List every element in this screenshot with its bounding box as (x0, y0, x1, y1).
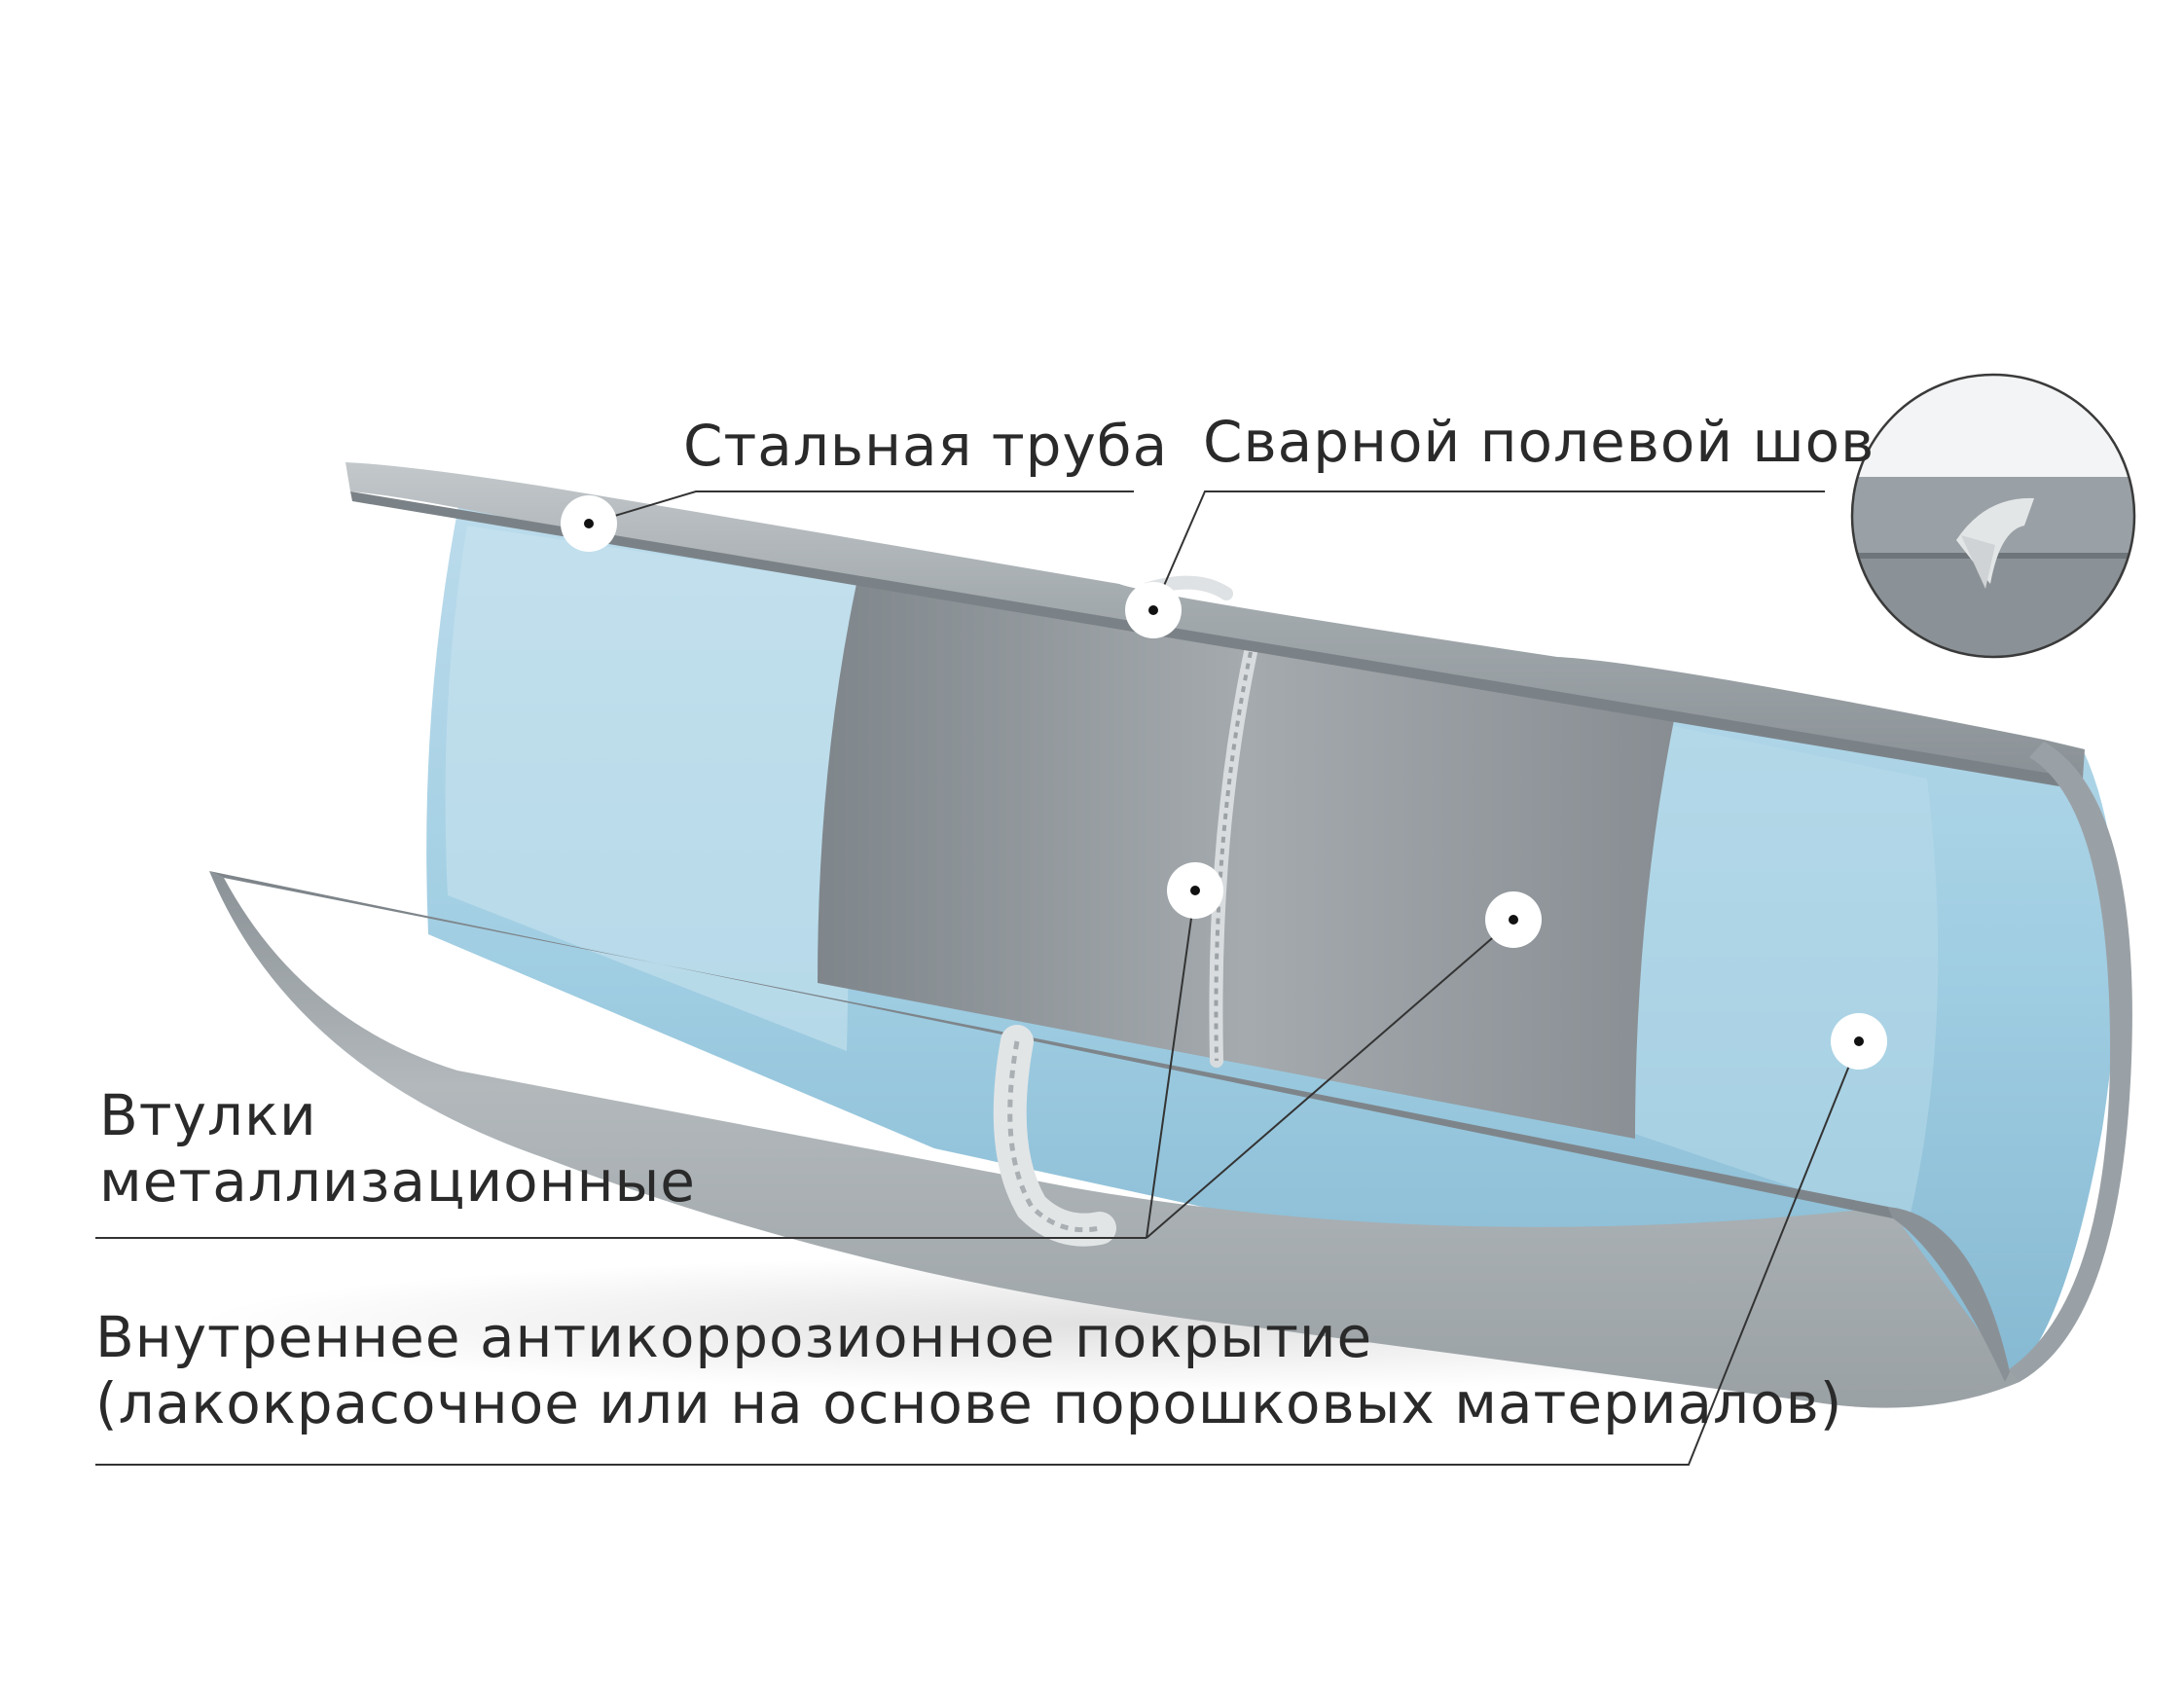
marker-steel-pipe (561, 495, 617, 552)
marker-coating (1831, 1013, 1887, 1070)
leader-steel-pipe (588, 490, 1134, 525)
coating-highlight-right (1620, 720, 1939, 1226)
marker-bushing-a (1167, 862, 1223, 919)
callout-markers (561, 495, 1887, 1070)
leader-bushing-b (1146, 919, 1514, 1239)
label-bushings-line1: Втулки (99, 1082, 317, 1148)
label-coating-line2: (лакокрасочное или на основе порошковых … (95, 1370, 1843, 1436)
steel-pipe-upper-wall (346, 462, 2085, 779)
marker-bushing-b (1485, 891, 1542, 948)
label-field-weld: Сварной полевой шов (1203, 409, 1875, 475)
label-bushings-line2: металлизационные (99, 1148, 696, 1215)
steel-pipe-lower-shell (209, 871, 2020, 1408)
label-bushings: Втулки металлизационные (99, 1082, 696, 1215)
outer-weld-lower-texture (1007, 1040, 1101, 1233)
steel-pipe-lower-edge (209, 871, 1893, 1218)
steel-pipe-lower-end (1888, 1207, 2010, 1382)
steel-pipe-end-ring (2005, 742, 2132, 1382)
inner-weld-texture (1214, 651, 1253, 1062)
coating-highlight-left (445, 526, 856, 1051)
marker-field-weld (1125, 582, 1182, 638)
leader-coating (95, 1040, 1860, 1466)
label-steel-pipe: Стальная труба (683, 413, 1169, 479)
steel-pipe-upper-edge (350, 491, 2083, 790)
leader-field-weld (1152, 490, 1825, 611)
magnified-weld-inset (1850, 373, 2136, 659)
leader-bushing-a (1146, 890, 1196, 1239)
metallization-bushing (818, 584, 1674, 1139)
label-coating-line1: Внутреннее антикоррозионное покрытие (95, 1304, 1373, 1370)
label-coating: Внутреннее антикоррозионное покрытие (ла… (95, 1304, 1842, 1436)
